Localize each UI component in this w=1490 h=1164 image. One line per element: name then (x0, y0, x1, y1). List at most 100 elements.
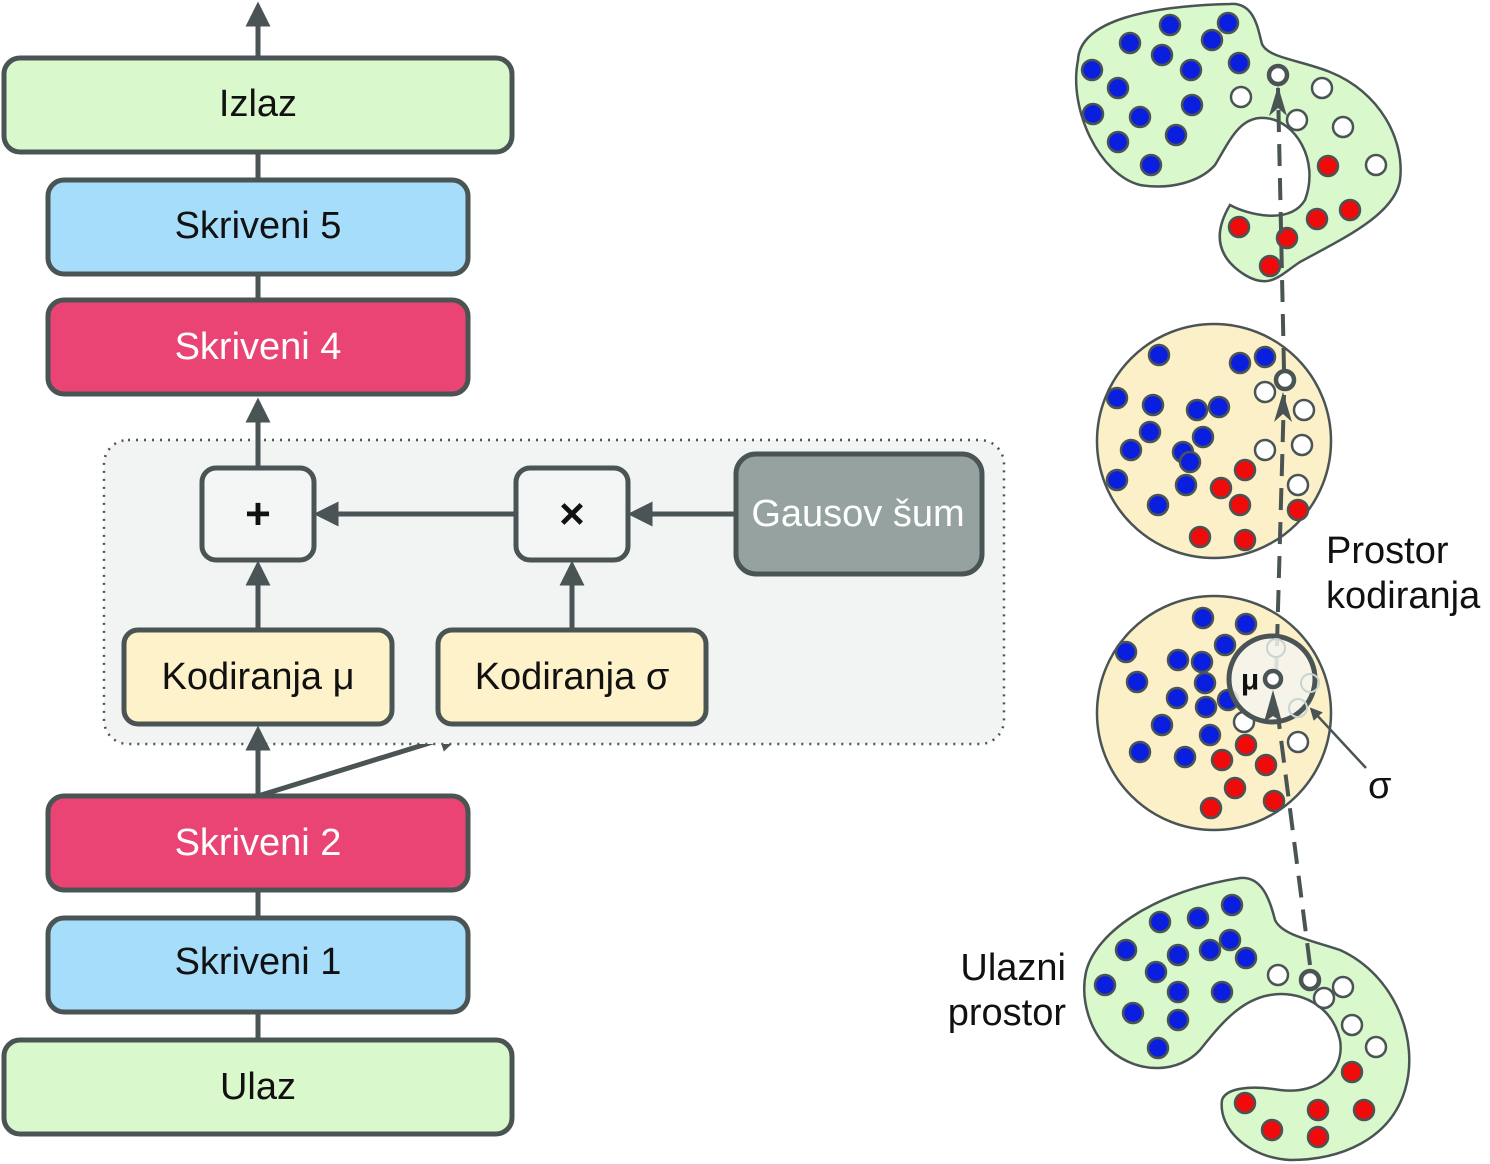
red-point (1233, 528, 1257, 552)
red-point (1228, 493, 1252, 517)
input-space-label-2: prostor (948, 992, 1067, 1034)
coding-sigma: Kodiranja σ (435, 627, 709, 727)
mu-label: μ (1241, 664, 1259, 697)
blue-point (1191, 606, 1215, 630)
layer-hidden1: Skriveni 1 (45, 915, 471, 1015)
trajectory-dash (1276, 87, 1286, 371)
faded-point (1288, 698, 1308, 718)
coding-mu-label: Kodiranja μ (161, 656, 354, 698)
white-point (1312, 986, 1336, 1010)
blue-point (1186, 906, 1210, 930)
plus-icon: + (245, 490, 271, 539)
blue-point (1114, 640, 1138, 664)
white-point (1331, 975, 1355, 999)
blue-point (1234, 946, 1258, 970)
red-point (1260, 1118, 1284, 1142)
blue-point (1144, 960, 1168, 984)
white-point (1286, 473, 1310, 497)
sigma-pointer (1309, 707, 1367, 769)
point-mu (1262, 668, 1284, 690)
blue-point (1141, 393, 1165, 417)
arrow-h2-sigma (257, 727, 464, 799)
blue-point (1105, 468, 1129, 492)
white-point (1364, 153, 1388, 177)
blue-point (1166, 648, 1190, 672)
red-point (1262, 789, 1286, 813)
red-point (1340, 1060, 1364, 1084)
white-point (1229, 85, 1253, 109)
blue-point (1148, 910, 1172, 934)
red-point (1286, 498, 1310, 522)
blue-point (1228, 351, 1252, 375)
blue-point (1166, 1008, 1190, 1032)
red-point (1233, 1091, 1257, 1115)
blue-point (1166, 980, 1190, 1004)
red-point (1210, 748, 1234, 772)
white-point (1253, 438, 1277, 462)
red-point (1306, 1098, 1330, 1122)
trajectory-arrowheads (1264, 86, 1292, 722)
layer-hidden5: Skriveni 5 (45, 177, 471, 277)
red-point (1258, 254, 1282, 278)
data-points (1080, 11, 1388, 1149)
blue-point (1081, 102, 1105, 126)
blue-point (1200, 28, 1224, 52)
red-point (1305, 207, 1329, 231)
blue-point (1207, 395, 1231, 419)
layer-hidden4: Skriveni 4 (45, 297, 471, 397)
blue-point (1218, 928, 1242, 952)
layer-hidden4-label: Skriveni 4 (175, 326, 342, 368)
blue-point (1178, 450, 1202, 474)
blue-point (1180, 93, 1204, 117)
blue-point (1121, 1001, 1145, 1025)
white-point (1310, 76, 1334, 100)
blue-point (1128, 105, 1152, 129)
blue-point (1185, 398, 1209, 422)
point-output (1266, 63, 1290, 87)
coding-space-label-2: kodiranja (1326, 575, 1481, 617)
blue-point (1193, 671, 1217, 695)
blue-point (1213, 633, 1237, 657)
blue-point (1234, 612, 1258, 636)
arrowhead-icon (1269, 86, 1287, 116)
blue-point (1093, 973, 1117, 997)
layer-hidden2-label: Skriveni 2 (175, 822, 342, 864)
red-point (1352, 1098, 1376, 1122)
layer-input-label: Ulaz (220, 1066, 296, 1108)
faded-point (1266, 638, 1286, 658)
trajectory-points (1262, 63, 1322, 992)
red-point (1234, 733, 1258, 757)
blue-point (1220, 893, 1244, 917)
point-input (1298, 968, 1322, 992)
point-latent (1273, 368, 1297, 392)
blue-point (1198, 938, 1222, 962)
red-point (1254, 753, 1278, 777)
red-point (1223, 776, 1247, 800)
blue-point (1138, 420, 1162, 444)
sampling-arrows (245, 440, 736, 751)
layer-input: Ulaz (1, 1037, 515, 1137)
layer-hidden2: Skriveni 2 (45, 793, 471, 893)
white-point (1253, 380, 1277, 404)
blue-point (1146, 493, 1170, 517)
layer-hidden1-label: Skriveni 1 (175, 941, 342, 983)
blue-point (1118, 31, 1142, 55)
layer-output-label: Izlaz (219, 83, 297, 125)
arrowhead-icon (1264, 690, 1282, 722)
blue-point (1165, 686, 1189, 710)
blue-point (1150, 713, 1174, 737)
trajectory (1274, 87, 1312, 966)
coding-mu: Kodiranja μ (121, 627, 395, 727)
blue-point (1253, 345, 1277, 369)
blue-point (1146, 1036, 1170, 1060)
blue-point (1173, 745, 1197, 769)
white-point (1340, 1013, 1364, 1037)
coding-sigma-label: Kodiranja σ (475, 656, 670, 698)
blue-point (1114, 938, 1138, 962)
faded-point (1300, 673, 1320, 693)
blue-point (1179, 58, 1203, 82)
trajectory-dash (1274, 394, 1286, 681)
red-point (1227, 215, 1251, 239)
red-point (1306, 1125, 1330, 1149)
